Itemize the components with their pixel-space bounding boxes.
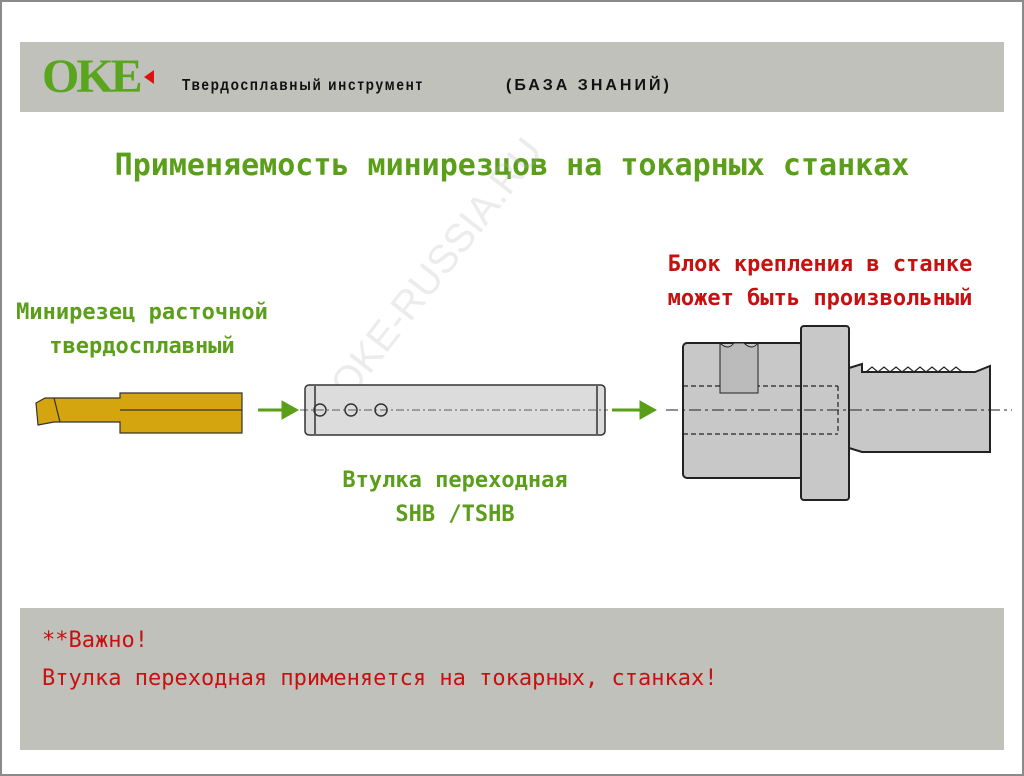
header-subtitle: Твердосплавный инструмент: [182, 77, 424, 94]
header-tag: (БАЗА ЗНАНИЙ): [506, 77, 672, 94]
holder-block-drawing: [666, 325, 1012, 501]
page-title: Применяемость минирезцов на токарных ста…: [114, 148, 910, 183]
oke-logo: OKE: [42, 52, 154, 102]
note-important: **Важно!: [42, 628, 148, 653]
minicutter-drawing: [35, 392, 243, 434]
header-bar: OKE Твердосплавный инструмент (БАЗА ЗНАН…: [20, 42, 1004, 112]
note-panel: **Важно! Втулка переходная применяется н…: [20, 608, 1004, 750]
note-text: Втулка переходная применяется на токарны…: [42, 666, 718, 691]
arrow-icon: [612, 400, 658, 420]
arrow-icon: [258, 400, 300, 420]
sleeve-drawing: [300, 384, 608, 436]
